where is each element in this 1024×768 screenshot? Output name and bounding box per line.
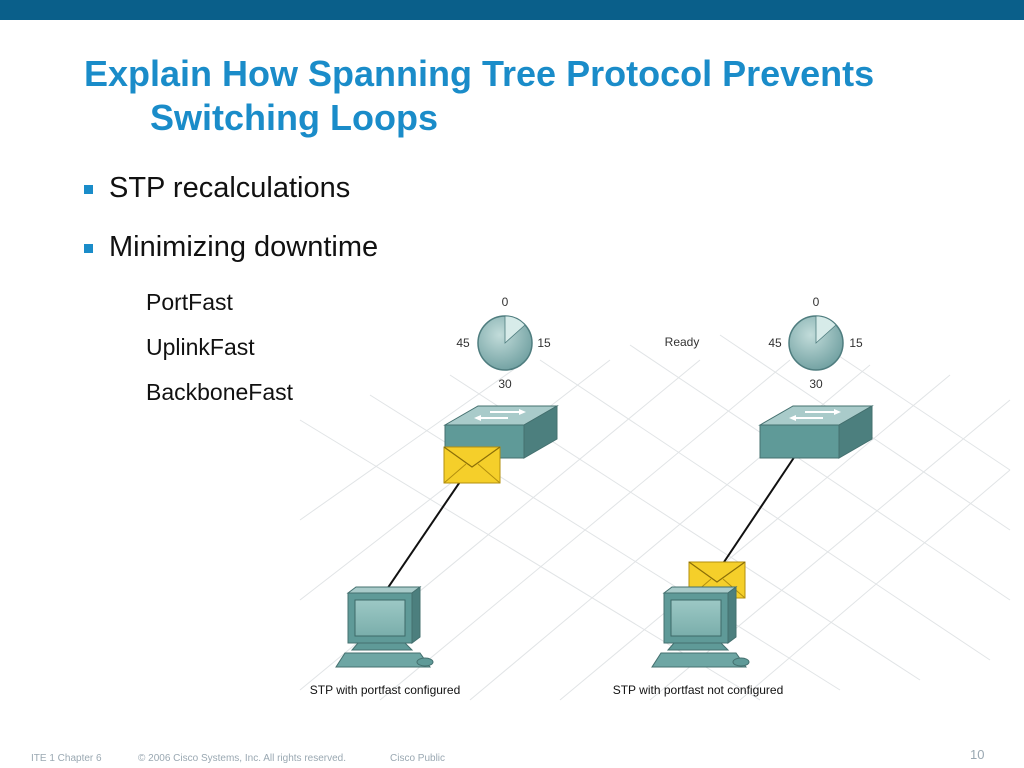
top-bar: [0, 0, 1024, 20]
sub-list: PortFast UplinkFast BackboneFast: [146, 286, 293, 421]
pc-right-icon: [651, 586, 750, 668]
timer-clock-right: 0 15 30 45: [768, 295, 863, 391]
bullet-text: Minimizing downtime: [109, 231, 379, 263]
title-line-1: Explain How Spanning Tree Protocol Preve…: [84, 53, 875, 94]
status-ready-label: Ready: [665, 335, 700, 349]
slide-title: Explain How Spanning Tree Protocol Preve…: [84, 52, 874, 140]
page-number: 10: [970, 747, 985, 762]
sub-item: UplinkFast: [146, 334, 255, 360]
sub-item: PortFast: [146, 289, 233, 315]
caption-portfast-not-configured: STP with portfast not configured: [613, 683, 784, 697]
pc-left-icon: [335, 586, 434, 668]
timer-clock-left: 0 15 30 45: [456, 295, 551, 391]
clock-label-0: 0: [502, 295, 509, 309]
bullet-item: Minimizing downtime: [84, 231, 378, 263]
envelope-icon: [443, 446, 501, 484]
switch-right-icon: [758, 405, 874, 459]
clock-label-45: 45: [768, 336, 782, 350]
bullet-marker: [84, 244, 93, 253]
footer-copyright: © 2006 Cisco Systems, Inc. All rights re…: [138, 753, 347, 764]
clock-label-45: 45: [456, 336, 470, 350]
title-line-2: Switching Loops: [150, 97, 438, 138]
sub-item: BackboneFast: [146, 379, 294, 405]
clock-label-0: 0: [813, 295, 820, 309]
bullet-marker: [84, 185, 93, 194]
caption-portfast-configured: STP with portfast configured: [310, 683, 461, 697]
cable-right: [719, 455, 796, 569]
clock-label-15: 15: [849, 336, 863, 350]
switch-left-icon: [443, 405, 559, 459]
clock-label-30: 30: [498, 377, 512, 391]
footer-chapter: ITE 1 Chapter 6: [31, 753, 102, 764]
bullet-text: STP recalculations: [109, 172, 351, 204]
footer-classification: Cisco Public: [390, 753, 446, 764]
bullet-list: STP recalculations Minimizing downtime: [84, 172, 378, 290]
cable-left: [384, 469, 469, 593]
bullet-item: STP recalculations: [84, 172, 378, 204]
clock-label-30: 30: [809, 377, 823, 391]
clock-label-15: 15: [537, 336, 551, 350]
